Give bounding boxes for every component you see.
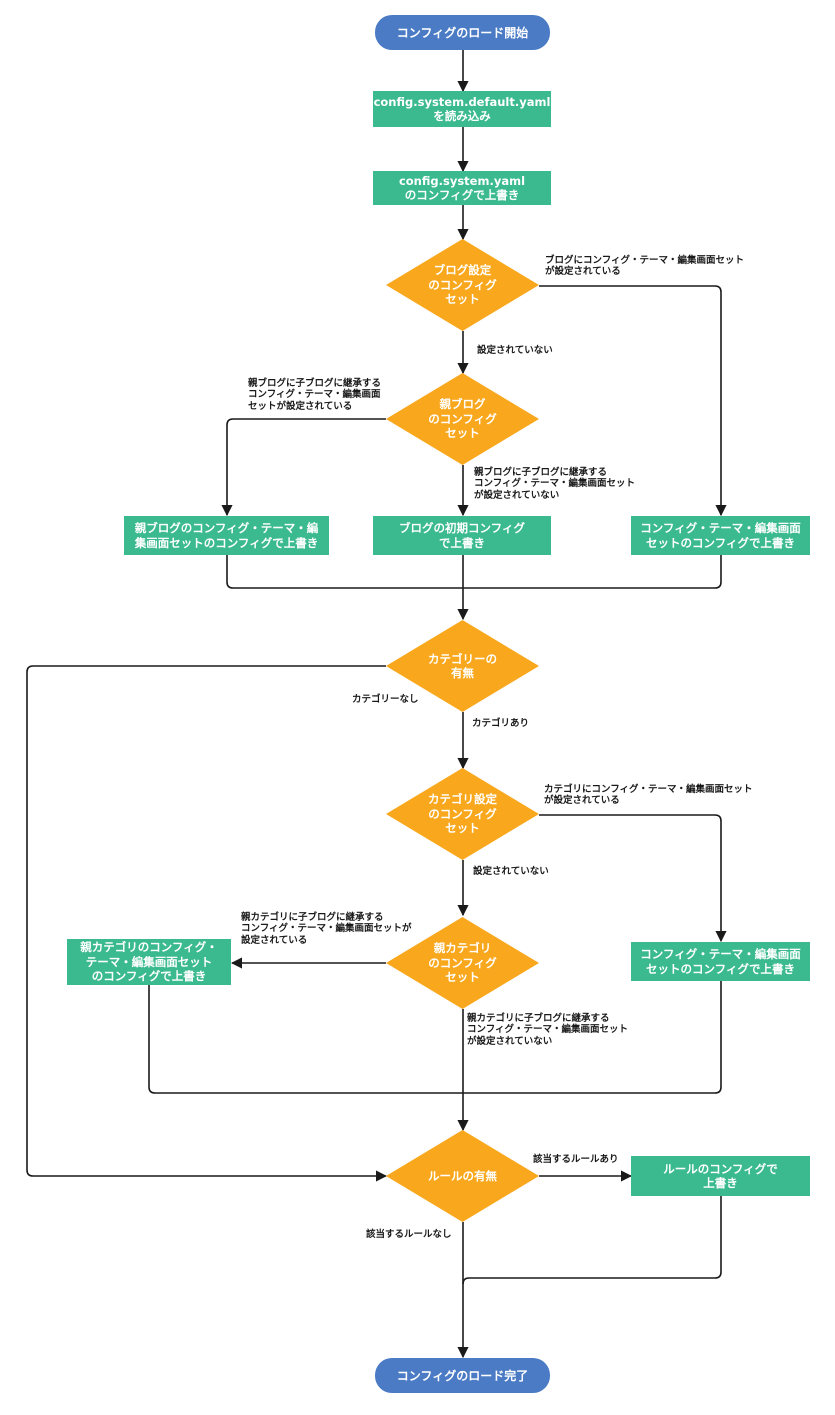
blog-config-decision: ブログ設定 のコンフィグ セット	[386, 239, 539, 331]
parent-blog-config-decision: 親ブログ のコンフィグ セット	[386, 373, 539, 465]
edge-parent-blog-set	[221, 418, 386, 517]
decision-text: 親カテゴリ のコンフィグ セット	[428, 941, 497, 985]
box-line: ルールのコンフィグで	[663, 1161, 778, 1176]
box-line: ブログの初期コンフィグ	[399, 521, 525, 536]
label-category-set: カテゴリにコンフィグ・テーマ・編集画面セット が設定されている	[544, 784, 753, 807]
box-line: 親ブログのコンフィグ・テーマ・編	[134, 521, 319, 536]
box-line: のコンフィグで上書き	[91, 969, 207, 984]
start-terminal: コンフィグのロード開始	[375, 15, 550, 50]
label-category-not-set: 設定されていない	[473, 866, 549, 877]
box-line: config.system.yaml	[398, 173, 526, 188]
edge-category-set	[539, 814, 727, 943]
decision-text: ルールの有無	[428, 1168, 497, 1183]
label-parent-category-set: 親カテゴリに子ブログに継承する コンフィグ・テーマ・編集画面セットが 設定されて…	[241, 912, 412, 946]
label-rule-exists: 該当するルールあり	[533, 1154, 619, 1165]
box-line: テーマ・編集画面セット	[85, 954, 213, 969]
has-category-decision: カテゴリーの 有無	[386, 620, 539, 712]
edge-merge-1	[226, 555, 722, 589]
box-line: config.system.default.yaml	[373, 94, 551, 109]
label-category-exists: カテゴリあり	[472, 718, 530, 729]
label-blog-not-set: 設定されていない	[477, 345, 553, 356]
diamond-shape	[386, 768, 539, 860]
parent-category-config-decision: 親カテゴリ のコンフィグ セット	[386, 917, 539, 1009]
category-set-override-box: コンフィグ・テーマ・編集画面セットのコンフィグで上書き	[631, 942, 810, 981]
blog-initial-override-box: ブログの初期コンフィグで上書き	[373, 516, 551, 555]
edge-blog-set	[539, 285, 727, 517]
edge-merge-2	[148, 981, 722, 1094]
label-rule-none: 該当するルールなし	[366, 1229, 452, 1240]
end-terminal: コンフィグのロード完了	[375, 1358, 550, 1393]
box-line: 上書き	[703, 1176, 738, 1190]
box-line: コンフィグ・テーマ・編集画面	[640, 947, 801, 962]
parent-blog-override-box: 親ブログのコンフィグ・テーマ・編集画面セットのコンフィグで上書き	[124, 516, 329, 555]
box-line: を読み込み	[433, 109, 491, 123]
label-parent-blog-set: 親ブログに子ブログに継承する コンフィグ・テーマ・編集画面 セットが設定されてい…	[248, 378, 382, 412]
diamond-shape	[386, 917, 539, 1009]
box-line: のコンフィグで上書き	[404, 188, 520, 202]
parent-category-override-box: 親カテゴリのコンフィグ・テーマ・編集画面セットのコンフィグで上書き	[67, 939, 231, 985]
diamond-shape	[386, 373, 539, 465]
diamond-shape	[386, 239, 539, 331]
category-config-decision: カテゴリ設定 のコンフィグ セット	[386, 768, 539, 860]
has-rule-decision: ルールの有無	[386, 1130, 539, 1222]
label-blog-set: ブログにコンフィグ・テーマ・編集画面セット が設定されている	[545, 255, 745, 278]
box-line: セットのコンフィグで上書き	[646, 535, 795, 550]
box-line: セットのコンフィグで上書き	[646, 961, 795, 976]
diamond-shape	[386, 620, 539, 712]
box-line: コンフィグ・テーマ・編集画面	[640, 521, 801, 536]
box-line: で上書き	[439, 535, 485, 550]
label-parent-blog-not-set: 親ブログに子ブログに継承する コンフィグ・テーマ・編集画面セット が設定されてい…	[474, 467, 636, 501]
edge-no-category	[26, 665, 388, 1182]
decision-text: カテゴリ設定 のコンフィグ セット	[428, 792, 497, 836]
diamond-shape	[386, 1130, 539, 1222]
rule-override-box: ルールのコンフィグで上書き	[631, 1156, 810, 1196]
box-line: 親カテゴリのコンフィグ・	[80, 940, 218, 955]
box-line: 集画面セットのコンフィグで上書き	[134, 535, 319, 550]
decision-text: ブログ設定 のコンフィグ セット	[428, 263, 497, 307]
decision-text: 親ブログ のコンフィグ セット	[428, 397, 497, 441]
label-parent-category-not-set: 親カテゴリに子ブログに継承する コンフィグ・テーマ・編集画面セット が設定されて…	[467, 1013, 629, 1047]
label-no-category: カテゴリーなし	[352, 694, 419, 705]
blog-set-override-box: コンフィグ・テーマ・編集画面セットのコンフィグで上書き	[631, 516, 810, 555]
decision-text: カテゴリーの 有無	[428, 651, 497, 680]
